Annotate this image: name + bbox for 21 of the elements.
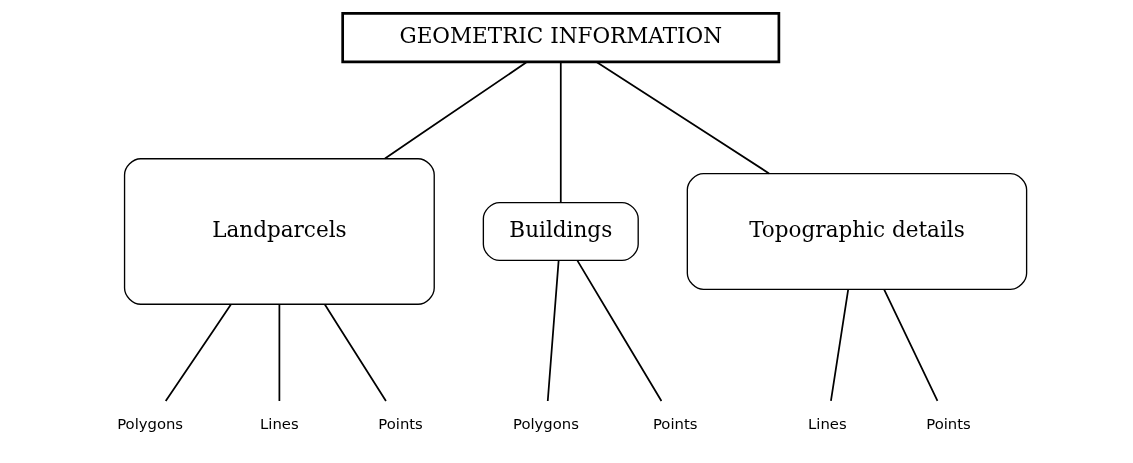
- node-text: Points: [926, 415, 971, 433]
- node-text: Polygons: [513, 415, 579, 433]
- connector: [384, 61, 528, 160]
- node-box: Buildings: [482, 201, 639, 262]
- connector: [830, 288, 850, 402]
- connector: [278, 303, 281, 402]
- connector: [576, 259, 663, 402]
- connector: [595, 61, 770, 175]
- connector: [324, 303, 387, 402]
- node-text: Points: [652, 415, 698, 433]
- node-text: Lines: [808, 415, 847, 433]
- connector: [883, 288, 939, 402]
- node-box: Landparcels: [123, 158, 435, 305]
- connector: [164, 303, 232, 402]
- connector: [546, 259, 560, 402]
- node-text: Points: [378, 415, 423, 433]
- node-box: GEOMETRIC INFORMATION: [341, 12, 781, 64]
- node-text: Lines: [260, 415, 299, 433]
- connector: [559, 61, 562, 203]
- node-text: Polygons: [117, 415, 184, 433]
- node-box: Topographic details: [686, 172, 1028, 291]
